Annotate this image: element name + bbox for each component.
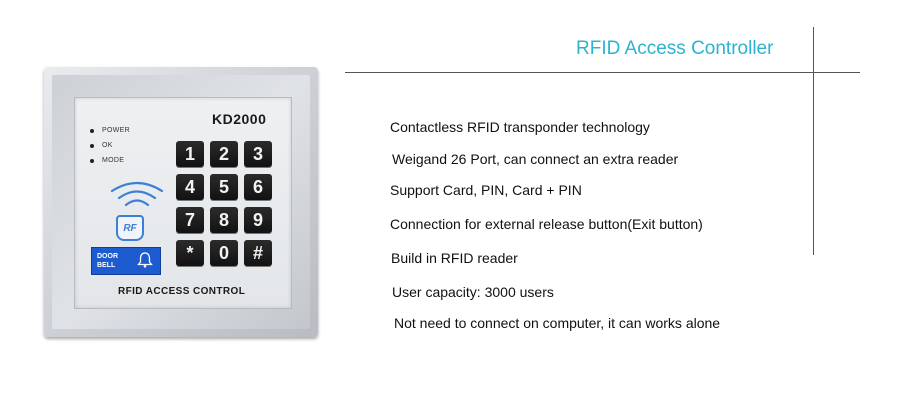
indicator-label: MODE	[102, 157, 125, 164]
ok-led-icon	[90, 143, 94, 148]
feature-item: Contactless RFID transponder technology	[390, 119, 650, 135]
key-5[interactable]: 5	[210, 174, 238, 200]
rfid-waves-icon	[110, 181, 164, 207]
key-hash[interactable]: #	[244, 240, 272, 266]
device-label: RFID ACCESS CONTROL	[118, 286, 246, 297]
bell-icon	[137, 252, 153, 268]
page-title: RFID Access Controller	[576, 38, 774, 59]
feature-item: Not need to connect on computer, it can …	[394, 315, 721, 331]
indicator-ok: OK	[90, 138, 130, 153]
key-4[interactable]: 4	[176, 174, 204, 200]
indicator-label: OK	[102, 142, 113, 149]
indicator-mode: MODE	[90, 153, 130, 168]
feature-item: Connection for external release button(E…	[390, 216, 703, 232]
doorbell-button[interactable]: DOOR BELL	[91, 247, 161, 275]
access-control-device: KD2000 POWER OK MODE RF DOOR BELL	[44, 67, 318, 337]
indicator-list: POWER OK MODE	[90, 123, 130, 168]
key-star[interactable]: *	[176, 240, 204, 266]
keypad: 1 2 3 4 5 6 7 8 9 * 0 #	[176, 141, 272, 266]
feature-item: Support Card, PIN, Card + PIN	[390, 182, 582, 198]
device-model: KD2000	[212, 111, 267, 127]
feature-item: Weigand 26 Port, can connect an extra re…	[392, 151, 679, 167]
power-led-icon	[90, 128, 94, 133]
key-1[interactable]: 1	[176, 141, 204, 167]
key-9[interactable]: 9	[244, 207, 272, 233]
doorbell-label-line: BELL	[97, 262, 116, 269]
key-3[interactable]: 3	[244, 141, 272, 167]
title-underline-divider	[345, 72, 860, 73]
key-7[interactable]: 7	[176, 207, 204, 233]
key-2[interactable]: 2	[210, 141, 238, 167]
doorbell-label-line: DOOR	[97, 253, 118, 260]
vertical-divider	[813, 27, 814, 255]
feature-item: User capacity: 3000 users	[392, 284, 554, 300]
indicator-power: POWER	[90, 123, 130, 138]
key-6[interactable]: 6	[244, 174, 272, 200]
rf-card-icon: RF	[116, 215, 144, 241]
feature-item: Build in RFID reader	[391, 250, 518, 266]
mode-led-icon	[90, 158, 94, 163]
doorbell-label: DOOR BELL	[97, 252, 118, 270]
key-8[interactable]: 8	[210, 207, 238, 233]
rfid-reader-area: RF	[104, 175, 170, 245]
key-0[interactable]: 0	[210, 240, 238, 266]
indicator-label: POWER	[102, 127, 130, 134]
